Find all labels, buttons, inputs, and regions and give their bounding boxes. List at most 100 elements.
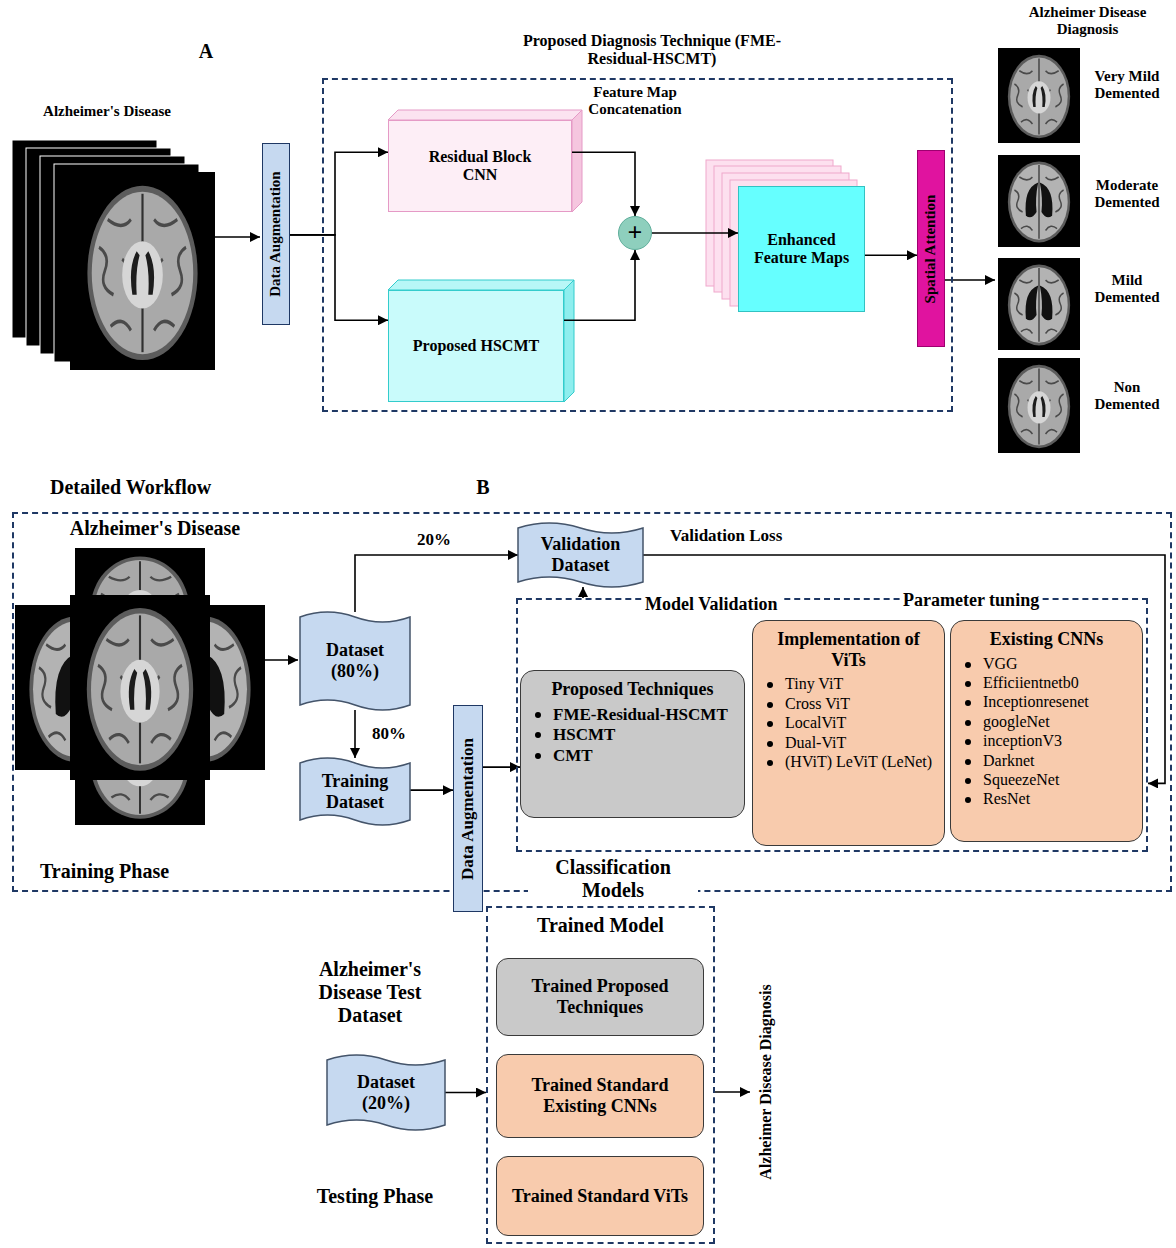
- augmentation-bar: Data Augmentation: [262, 143, 290, 325]
- model-list: Implementation of ViTsTiny ViTCross ViTL…: [752, 620, 945, 846]
- bullet-item: googleNet: [983, 713, 1050, 731]
- models-group: Classification ModelsProposed Techniques…: [516, 598, 1148, 852]
- flow-connector: [652, 232, 738, 234]
- node-text: Trained Proposed Techniques: [505, 976, 695, 1017]
- section-label: Alzheimer's Disease: [40, 517, 270, 540]
- bullet-row: Efficiientnetb0: [961, 674, 1132, 692]
- bullet-dot: [965, 700, 971, 706]
- group-heading: Proposed Diagnosis Technique (FME-Residu…: [512, 32, 792, 69]
- node-text: Dataset (20%): [337, 1072, 435, 1113]
- bullet-dot: [965, 778, 971, 784]
- annotation: Feature Map Concatenation: [560, 84, 710, 119]
- edge-label: 80%: [370, 724, 408, 744]
- bullet-row: Darknet: [961, 752, 1132, 770]
- training-group: Detailed WorkflowTraining PhaseDataset (…: [12, 512, 1172, 892]
- flow-arrow: [215, 236, 260, 238]
- node-text: Residual Block CNN: [415, 148, 545, 185]
- bullet-row: ResNet: [961, 790, 1132, 808]
- class-label: Mild Demented: [1082, 272, 1172, 307]
- flow-arrow: [715, 1091, 750, 1093]
- bullet-row: Cross ViT: [763, 695, 934, 713]
- node-text: Training Dataset: [310, 771, 400, 812]
- bullet-dot: [965, 681, 971, 687]
- cnn-extrusion: [388, 110, 582, 212]
- bullet-item: SqueezeNet: [983, 771, 1059, 789]
- node-text: Dataset (80%): [310, 640, 400, 681]
- class-label: Non Demented: [1082, 379, 1172, 414]
- data-store-shape: [518, 523, 643, 587]
- bullet-dot: [767, 760, 773, 766]
- section-label: Alzheimer's Disease Test Dataset: [290, 958, 450, 1027]
- data-store-shape: [300, 758, 410, 825]
- mri-stack: [12, 140, 215, 370]
- flow-connector: [564, 250, 635, 320]
- node-text: Trained Standard Existing CNNs: [505, 1075, 695, 1116]
- box-top-face: [388, 280, 574, 290]
- bullet-item: Inceptionresenet: [983, 693, 1089, 711]
- group-heading: Trained Model: [488, 914, 713, 937]
- node-text: Data Augmentation: [458, 737, 478, 879]
- group-heading: Training Phase: [40, 860, 260, 883]
- node-text: Spatial Attention: [922, 194, 939, 303]
- trained-box: Trained Standard Existing CNNs: [496, 1054, 704, 1138]
- mri-cross: [15, 548, 265, 825]
- bullet-row: FME-Residual-HSCMT: [531, 705, 734, 725]
- node-text: Proposed HSCMT: [413, 337, 539, 355]
- flow-connector: [410, 789, 453, 791]
- mri-scan: [998, 358, 1080, 453]
- section-label: Alzheimer Disease Diagnosis: [1005, 4, 1170, 39]
- technique-group: Proposed Diagnosis Technique (FME-Residu…: [322, 78, 953, 412]
- bullet-row: inceptionV3: [961, 732, 1132, 750]
- bullet-dot: [767, 721, 773, 727]
- annotation: Model Validation: [642, 594, 781, 615]
- box-top-face: [388, 110, 582, 120]
- bullet-row: LocalViT: [763, 714, 934, 732]
- bullet-item: CMT: [553, 746, 593, 766]
- group-heading: Detailed Workflow: [50, 476, 310, 499]
- mri-scan: [998, 155, 1080, 247]
- panel-letter: B: [463, 476, 503, 499]
- bullet-item: LocalViT: [785, 714, 846, 732]
- class-label: Moderate Demented: [1082, 177, 1172, 212]
- bullet-row: HSCMT: [531, 725, 734, 745]
- box-side-face: [564, 280, 574, 402]
- box-side-face: [572, 110, 582, 212]
- bullet-item: Darknet: [983, 752, 1035, 770]
- bullet-item: (HViT) LeViT (LeNet): [785, 753, 932, 771]
- edge-label: Validation Loss: [668, 526, 784, 546]
- bullet-row: CMT: [531, 746, 734, 766]
- data-store: Training Dataset: [300, 758, 410, 825]
- annotation: Parameter tuning: [900, 590, 1042, 611]
- mri-scan: [998, 48, 1080, 143]
- bullet-dot: [767, 741, 773, 747]
- flow-connector: [865, 255, 917, 257]
- attention-bar: Spatial Attention: [917, 150, 945, 347]
- feature-map: Enhanced Feature Maps: [738, 186, 865, 312]
- flow-arrows: [215, 237, 995, 1092]
- mri-scan: [70, 595, 210, 780]
- trained-box: Trained Standard ViTs: [496, 1156, 704, 1236]
- flow-connector: [572, 152, 635, 216]
- node-text: Enhanced Feature Maps: [747, 231, 856, 268]
- bullet-dot: [767, 702, 773, 708]
- class-label: Very Mild Demented: [1082, 68, 1172, 103]
- list-heading: Proposed Techniques: [531, 679, 734, 700]
- output-label: Alzheimer Disease Diagnosis: [757, 984, 775, 1179]
- bullet-item: Dual-ViT: [785, 734, 846, 752]
- hscmt-block: Proposed HSCMT: [388, 290, 564, 402]
- group-heading: Classification Models: [528, 856, 698, 902]
- bullet-row: googleNet: [961, 713, 1132, 731]
- bullet-row: (HViT) LeViT (LeNet): [763, 753, 934, 771]
- data-store-shape: [300, 612, 410, 710]
- bullet-item: inceptionV3: [983, 732, 1062, 750]
- bullet-row: Dual-ViT: [763, 734, 934, 752]
- bullet-row: SqueezeNet: [961, 771, 1132, 789]
- flow-connector: [445, 1092, 486, 1094]
- bullet-dot: [965, 662, 971, 668]
- bullet-item: ResNet: [983, 790, 1030, 808]
- bullet-row: Inceptionresenet: [961, 693, 1132, 711]
- bullet-dot: [535, 732, 541, 738]
- bullet-item: Efficiientnetb0: [983, 674, 1079, 692]
- section-label: Testing Phase: [290, 1185, 460, 1208]
- mri-scan: [998, 258, 1080, 350]
